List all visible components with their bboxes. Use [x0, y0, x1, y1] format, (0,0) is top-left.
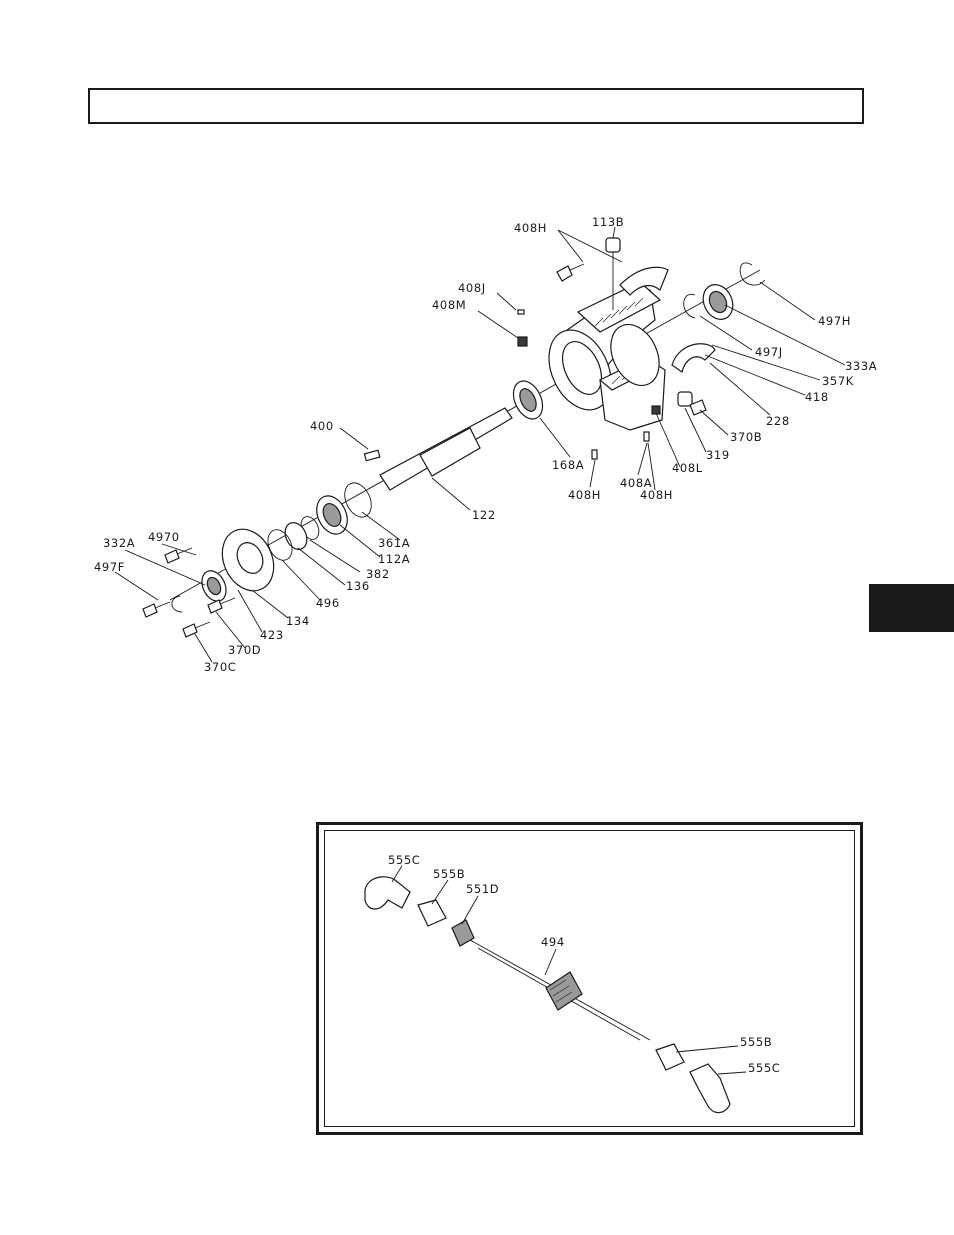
label-113b: 113B	[592, 215, 624, 229]
fitting-551d	[452, 920, 474, 946]
label-497h: 497H	[818, 314, 851, 328]
label-122: 122	[472, 508, 496, 522]
bearing-112a	[311, 491, 353, 539]
label-497j: 497J	[755, 345, 783, 359]
label-408m: 408M	[432, 298, 466, 312]
plug-408l	[652, 406, 660, 414]
set-screw-408m	[518, 337, 527, 346]
label-332a: 332A	[103, 536, 135, 550]
label-370c: 370C	[204, 660, 236, 674]
label-551d: 551D	[466, 882, 499, 896]
label-228: 228	[766, 414, 790, 428]
label-555b-bottom: 555B	[740, 1035, 772, 1049]
bearing-333a	[698, 280, 739, 324]
label-497g: 4970	[148, 530, 180, 544]
label-136: 136	[346, 579, 370, 593]
label-408h-b2: 408H	[640, 488, 673, 502]
label-555c-bottom: 555C	[748, 1061, 780, 1075]
label-333a: 333A	[845, 359, 877, 373]
elbow-555c-top	[365, 877, 410, 909]
label-555b-top: 555B	[433, 867, 465, 881]
cap-228	[672, 344, 715, 372]
label-408h-top: 408H	[514, 221, 547, 235]
label-494: 494	[541, 935, 565, 949]
elbow-555c-bottom	[690, 1064, 730, 1113]
shaft-122	[364, 408, 512, 490]
fitting-555b-bottom	[656, 1044, 684, 1070]
inset-line-assembly: 555C 555B 551D 494 555B 555C	[365, 853, 780, 1113]
seal-168a	[508, 376, 548, 423]
label-319: 319	[706, 448, 730, 462]
label-134: 134	[286, 614, 310, 628]
label-408j: 408J	[458, 281, 486, 295]
label-168a: 168A	[552, 458, 584, 472]
bearing-332a	[197, 567, 230, 605]
screw-408h-b	[644, 432, 649, 441]
label-370d: 370D	[228, 643, 261, 657]
label-496: 496	[316, 596, 340, 610]
label-423: 423	[260, 628, 284, 642]
label-370b: 370B	[730, 430, 762, 444]
screw-408h-a	[592, 450, 597, 459]
label-400: 400	[310, 419, 334, 433]
label-497f: 497F	[94, 560, 125, 574]
label-408l: 408L	[672, 461, 703, 475]
label-357k: 357K	[822, 374, 854, 388]
label-112a: 112A	[378, 552, 410, 566]
seal-497j	[684, 294, 695, 318]
label-418: 418	[805, 390, 829, 404]
set-screw-408j	[518, 310, 524, 314]
bolt-top	[557, 264, 584, 281]
label-408h-b1: 408H	[568, 488, 601, 502]
label-555c-top: 555C	[388, 853, 420, 867]
label-361a: 361A	[378, 536, 410, 550]
